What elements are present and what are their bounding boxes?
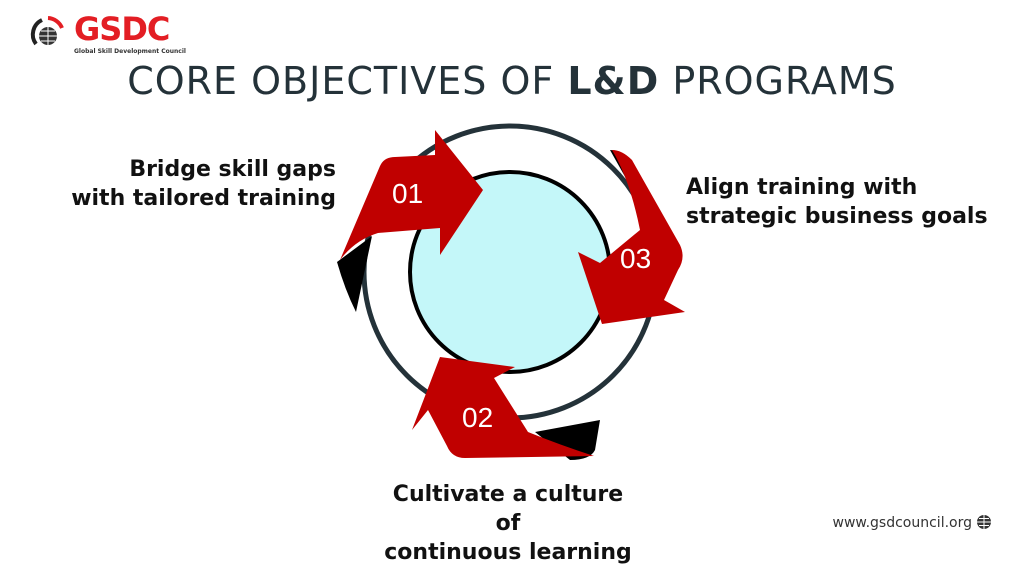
cycle-diagram: 01 03 02 — [337, 123, 685, 460]
globe-logo-icon — [30, 16, 64, 46]
logo-name: GSDC — [74, 10, 170, 48]
arrow-01: 01 — [337, 130, 483, 312]
website-link[interactable]: www.gsdcouncil.org — [832, 515, 972, 531]
globe-icon — [977, 515, 991, 529]
arrow-03: 03 — [578, 150, 685, 324]
page-title: CORE OBJECTIVES OF L&D PROGRAMS — [127, 59, 897, 103]
arrow-01-number: 01 — [392, 178, 423, 209]
arrow-03-number: 03 — [620, 243, 651, 274]
gsdc-logo: GSDC Global Skill Development Council — [28, 10, 188, 56]
arrow-02: 02 — [412, 357, 600, 460]
logo-subtitle: Global Skill Development Council — [74, 48, 186, 55]
arrow-02-number: 02 — [462, 402, 493, 433]
